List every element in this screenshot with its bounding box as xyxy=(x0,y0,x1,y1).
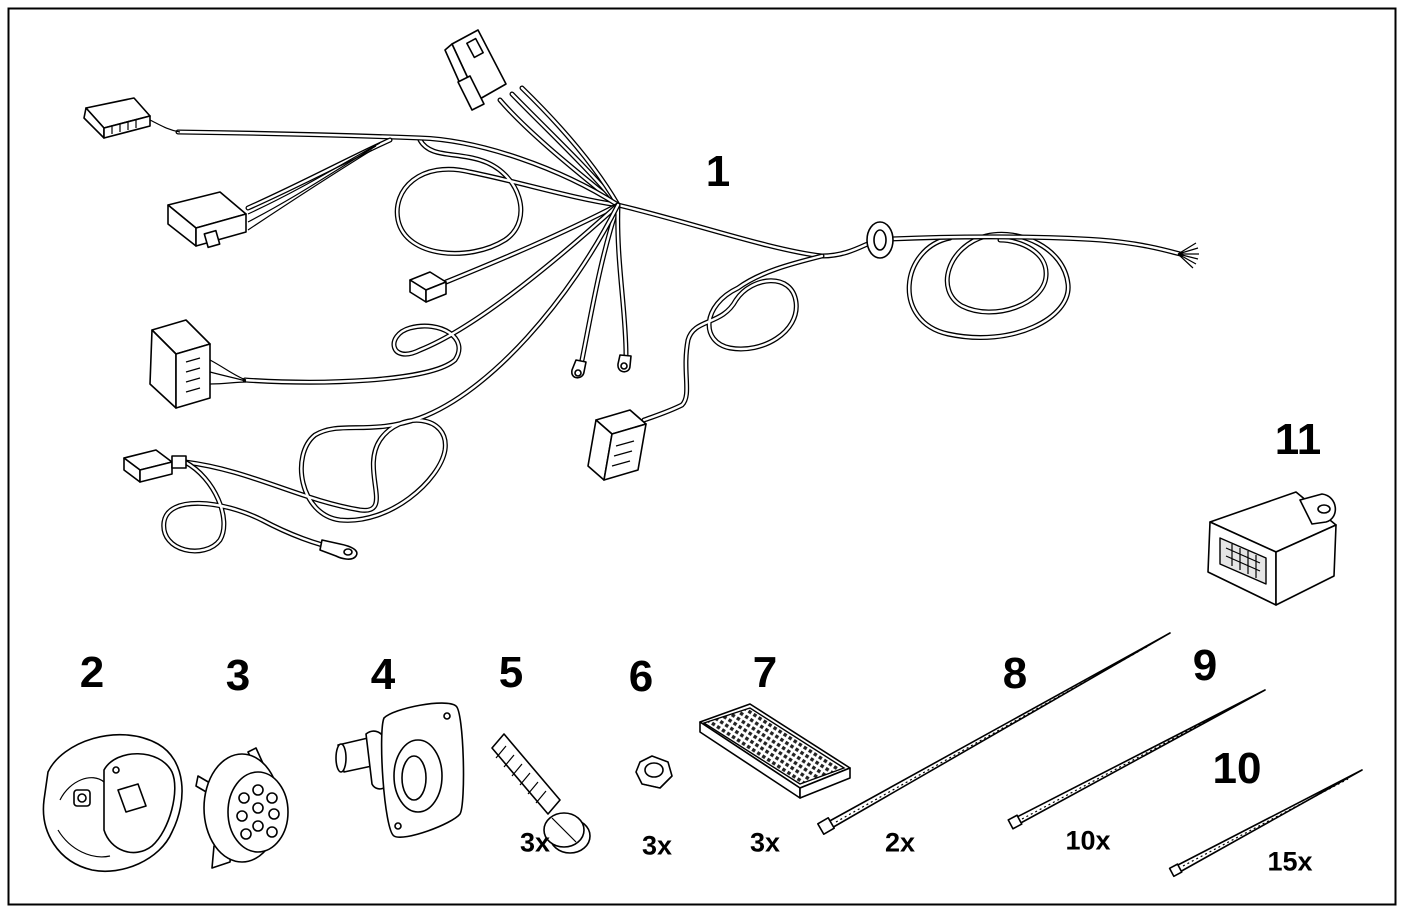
harness-wire-lower-loop xyxy=(185,205,618,520)
harness-wire-left-bundle xyxy=(178,132,618,231)
harness-wire-ring-2 xyxy=(618,205,626,355)
callout-part-11: 11 xyxy=(1274,415,1322,464)
harness-wire-top-bundle xyxy=(500,88,618,205)
cable-tie-large xyxy=(817,632,1171,835)
callout-part-10: 10 xyxy=(1212,744,1262,793)
control-module xyxy=(1207,491,1337,606)
callout-part-2: 2 xyxy=(79,648,105,697)
harness-grommet xyxy=(866,221,894,259)
harness-connector-left xyxy=(167,191,247,249)
harness-ring-terminal-ground xyxy=(319,539,358,560)
harness-wire-ring-1 xyxy=(582,205,618,360)
plug-pin-holes xyxy=(236,784,280,840)
cable-tie-medium xyxy=(1007,689,1266,830)
harness-connector-small xyxy=(409,271,447,303)
callout-part-9: 9 xyxy=(1192,641,1218,690)
quantity-part-10: 15x xyxy=(1267,846,1313,877)
harness-connector-multi xyxy=(149,319,247,409)
trailer-socket xyxy=(42,734,183,872)
harness-connector-relay xyxy=(123,449,187,483)
harness-wire-main-trunk xyxy=(618,205,1180,256)
harness-wire-small-connector xyxy=(446,205,618,282)
callout-part-1: 1 xyxy=(705,147,731,196)
callout-part-8: 8 xyxy=(1002,649,1028,698)
nut xyxy=(635,755,673,789)
cable-tie-small xyxy=(1168,769,1363,878)
harness-wire-end-fan xyxy=(1177,242,1199,269)
callout-part-4: 4 xyxy=(370,650,396,699)
harness-connector-top-left xyxy=(83,97,181,139)
quantity-part-8: 2x xyxy=(884,827,916,858)
bolt xyxy=(491,733,591,854)
callout-part-7: 7 xyxy=(752,648,778,697)
harness-ring-terminal-2 xyxy=(617,354,632,373)
plug-insert xyxy=(195,747,289,869)
callout-part-5: 5 xyxy=(498,648,524,697)
quantity-part-7: 3x xyxy=(749,827,781,858)
harness-wire-socket-branch xyxy=(644,256,822,420)
quantity-part-9: 10x xyxy=(1065,825,1111,856)
harness-ring-terminal-1 xyxy=(571,359,587,379)
wiring-harness xyxy=(83,29,1199,560)
flange-seal xyxy=(335,702,465,838)
adhesive-pad xyxy=(699,703,851,799)
frame-border xyxy=(7,7,1397,906)
quantity-part-5: 3x xyxy=(519,827,551,858)
harness-connector-top xyxy=(444,29,507,111)
harness-connector-socket xyxy=(587,409,647,481)
harness-wire-right-loop xyxy=(909,234,1068,337)
callout-part-6: 6 xyxy=(628,652,654,701)
callout-part-3: 3 xyxy=(225,651,251,700)
quantity-part-6: 3x xyxy=(641,830,673,861)
